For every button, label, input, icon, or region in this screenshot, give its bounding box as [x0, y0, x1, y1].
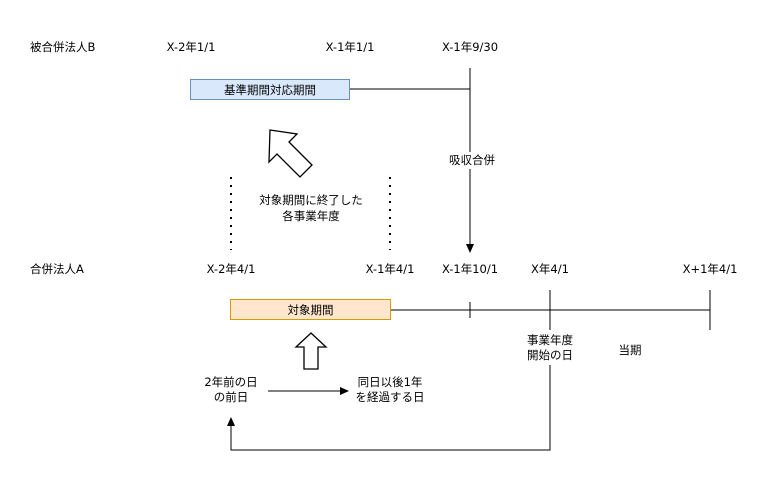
return-arrow-path: [227, 365, 551, 451]
middle-note-line1: 対象期間に終了した: [259, 193, 363, 207]
a-date-2: X-1年4/1: [365, 262, 415, 276]
base-period-box: 基準期間対応期間: [190, 79, 350, 100]
a-date-3: X-1年10/1: [441, 262, 499, 276]
entity-b-name: 被合併法人B: [30, 40, 96, 54]
base-period-label: 基準期間対応期間: [224, 82, 316, 97]
b-date-merger: X-1年9/30: [441, 40, 499, 54]
b-date-mid: X-1年1/1: [325, 40, 375, 54]
one-year-after-line1: 同日以後1年: [357, 375, 423, 389]
target-period-box: 対象期間: [230, 299, 391, 320]
two-years-before-line2: の前日: [213, 390, 249, 404]
entity-a-name: 合併法人A: [30, 262, 84, 276]
middle-note-line2: 各事業年度: [282, 209, 340, 223]
two-years-before-line1: 2年前の日: [204, 375, 258, 389]
current-period-label: 当期: [618, 343, 642, 357]
b-date-start: X-2年1/1: [166, 40, 216, 54]
merger-label: 吸収合併: [449, 152, 495, 169]
fy-start-line1: 事業年度: [527, 333, 573, 348]
fy-start-line2: 開始の日: [527, 348, 573, 363]
a-date-5: X+1年4/1: [682, 262, 738, 276]
a-date-4: X年4/1: [531, 262, 569, 276]
a-date-1: X-2年4/1: [206, 262, 256, 276]
hollow-arrow-up-left-icon: [268, 129, 313, 178]
hollow-arrow-up-icon: [294, 332, 328, 370]
target-period-label: 対象期間: [287, 302, 334, 317]
one-year-after-line2: を経過する日: [355, 390, 425, 404]
